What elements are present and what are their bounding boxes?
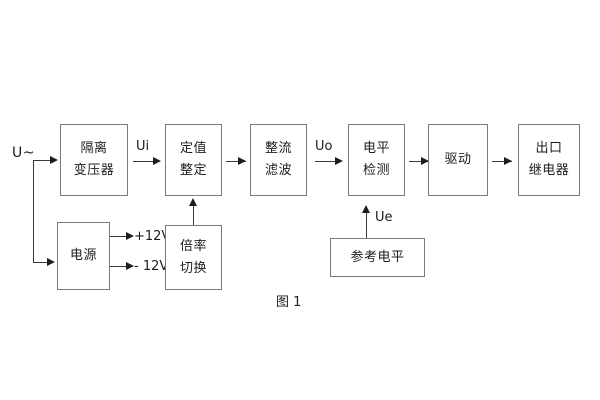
block-output-relay-line-1: 出口 (535, 141, 563, 156)
arrow-transformer-to-setpoint-head (153, 156, 161, 165)
block-multiplier-switch-line-2: 切换 (179, 260, 207, 276)
signal-label-supply-negative: - 12V (134, 259, 169, 274)
block-output-relay[interactable]: 出口 继电器 (518, 124, 580, 196)
arrow-drive-to-relay-head (504, 156, 512, 165)
arrow-level-to-drive-line (409, 161, 429, 162)
rail-positive-arrowhead (126, 231, 134, 240)
arrow-setpoint-to-rectify-line (226, 161, 246, 162)
arrow-reference-to-level-head (361, 205, 370, 213)
rail-negative-arrowhead (126, 261, 134, 270)
block-rectify-filter[interactable]: 整流 滤波 (250, 124, 307, 196)
input-bus-vertical (33, 160, 34, 262)
input-feed-transformer-line (33, 160, 52, 161)
input-feed-power-arrowhead (47, 257, 55, 266)
block-setpoint-setting-line-2: 整定 (179, 163, 207, 178)
arrow-multiplier-to-setpoint-line (193, 200, 194, 225)
block-level-detection-line-1: 电平 (362, 141, 390, 156)
arrow-drive-to-relay-line (492, 161, 512, 162)
arrow-transformer-to-setpoint-line (133, 161, 155, 162)
block-multiplier-switch-line-1: 倍率 (179, 238, 207, 254)
block-level-detection[interactable]: 电平 检测 (348, 124, 405, 196)
block-multiplier-switch[interactable]: 倍率 切换 (165, 225, 222, 290)
block-level-detection-line-2: 检测 (362, 163, 390, 178)
arrow-setpoint-to-rectify-head (238, 156, 246, 165)
signal-label-supply-positive: +12V (134, 229, 171, 244)
block-reference-level[interactable]: 参考电平 (330, 238, 425, 277)
rail-negative-line (110, 266, 130, 267)
block-setpoint-setting-line-1: 定值 (179, 141, 207, 156)
figure-caption: 图 1 (276, 295, 302, 310)
input-feed-transformer-arrowhead (50, 155, 58, 164)
arrow-rectify-to-level-line (315, 161, 337, 162)
block-isolation-transformer[interactable]: 隔离 变压器 (60, 124, 128, 196)
arrow-multiplier-to-setpoint-head (188, 198, 197, 206)
input-feed-power-line (33, 262, 49, 263)
rail-positive-line (110, 236, 130, 237)
block-rectify-filter-line-2: 滤波 (264, 163, 292, 178)
arrow-level-to-drive-head (421, 156, 429, 165)
block-output-relay-line-2: 继电器 (528, 163, 570, 178)
block-isolation-transformer-line-2: 变压器 (73, 163, 115, 178)
signal-label-ui: Ui (136, 139, 150, 154)
arrow-rectify-to-level-head (335, 156, 343, 165)
arrow-reference-to-level-line (366, 208, 367, 238)
signal-label-input: U~ (12, 145, 35, 161)
block-reference-level-line-1: 参考电平 (350, 249, 405, 265)
signal-label-ue: Ue (375, 210, 393, 225)
block-setpoint-setting[interactable]: 定值 整定 (165, 124, 222, 196)
block-rectify-filter-line-1: 整流 (264, 141, 292, 156)
signal-label-uo: Uo (315, 139, 333, 154)
block-isolation-transformer-line-1: 隔离 (80, 141, 108, 156)
block-power-supply-line-1: 电源 (69, 248, 97, 263)
block-power-supply[interactable]: 电源 (57, 222, 110, 290)
block-drive[interactable]: 驱动 (428, 124, 488, 196)
block-drive-line-1: 驱动 (444, 152, 472, 167)
